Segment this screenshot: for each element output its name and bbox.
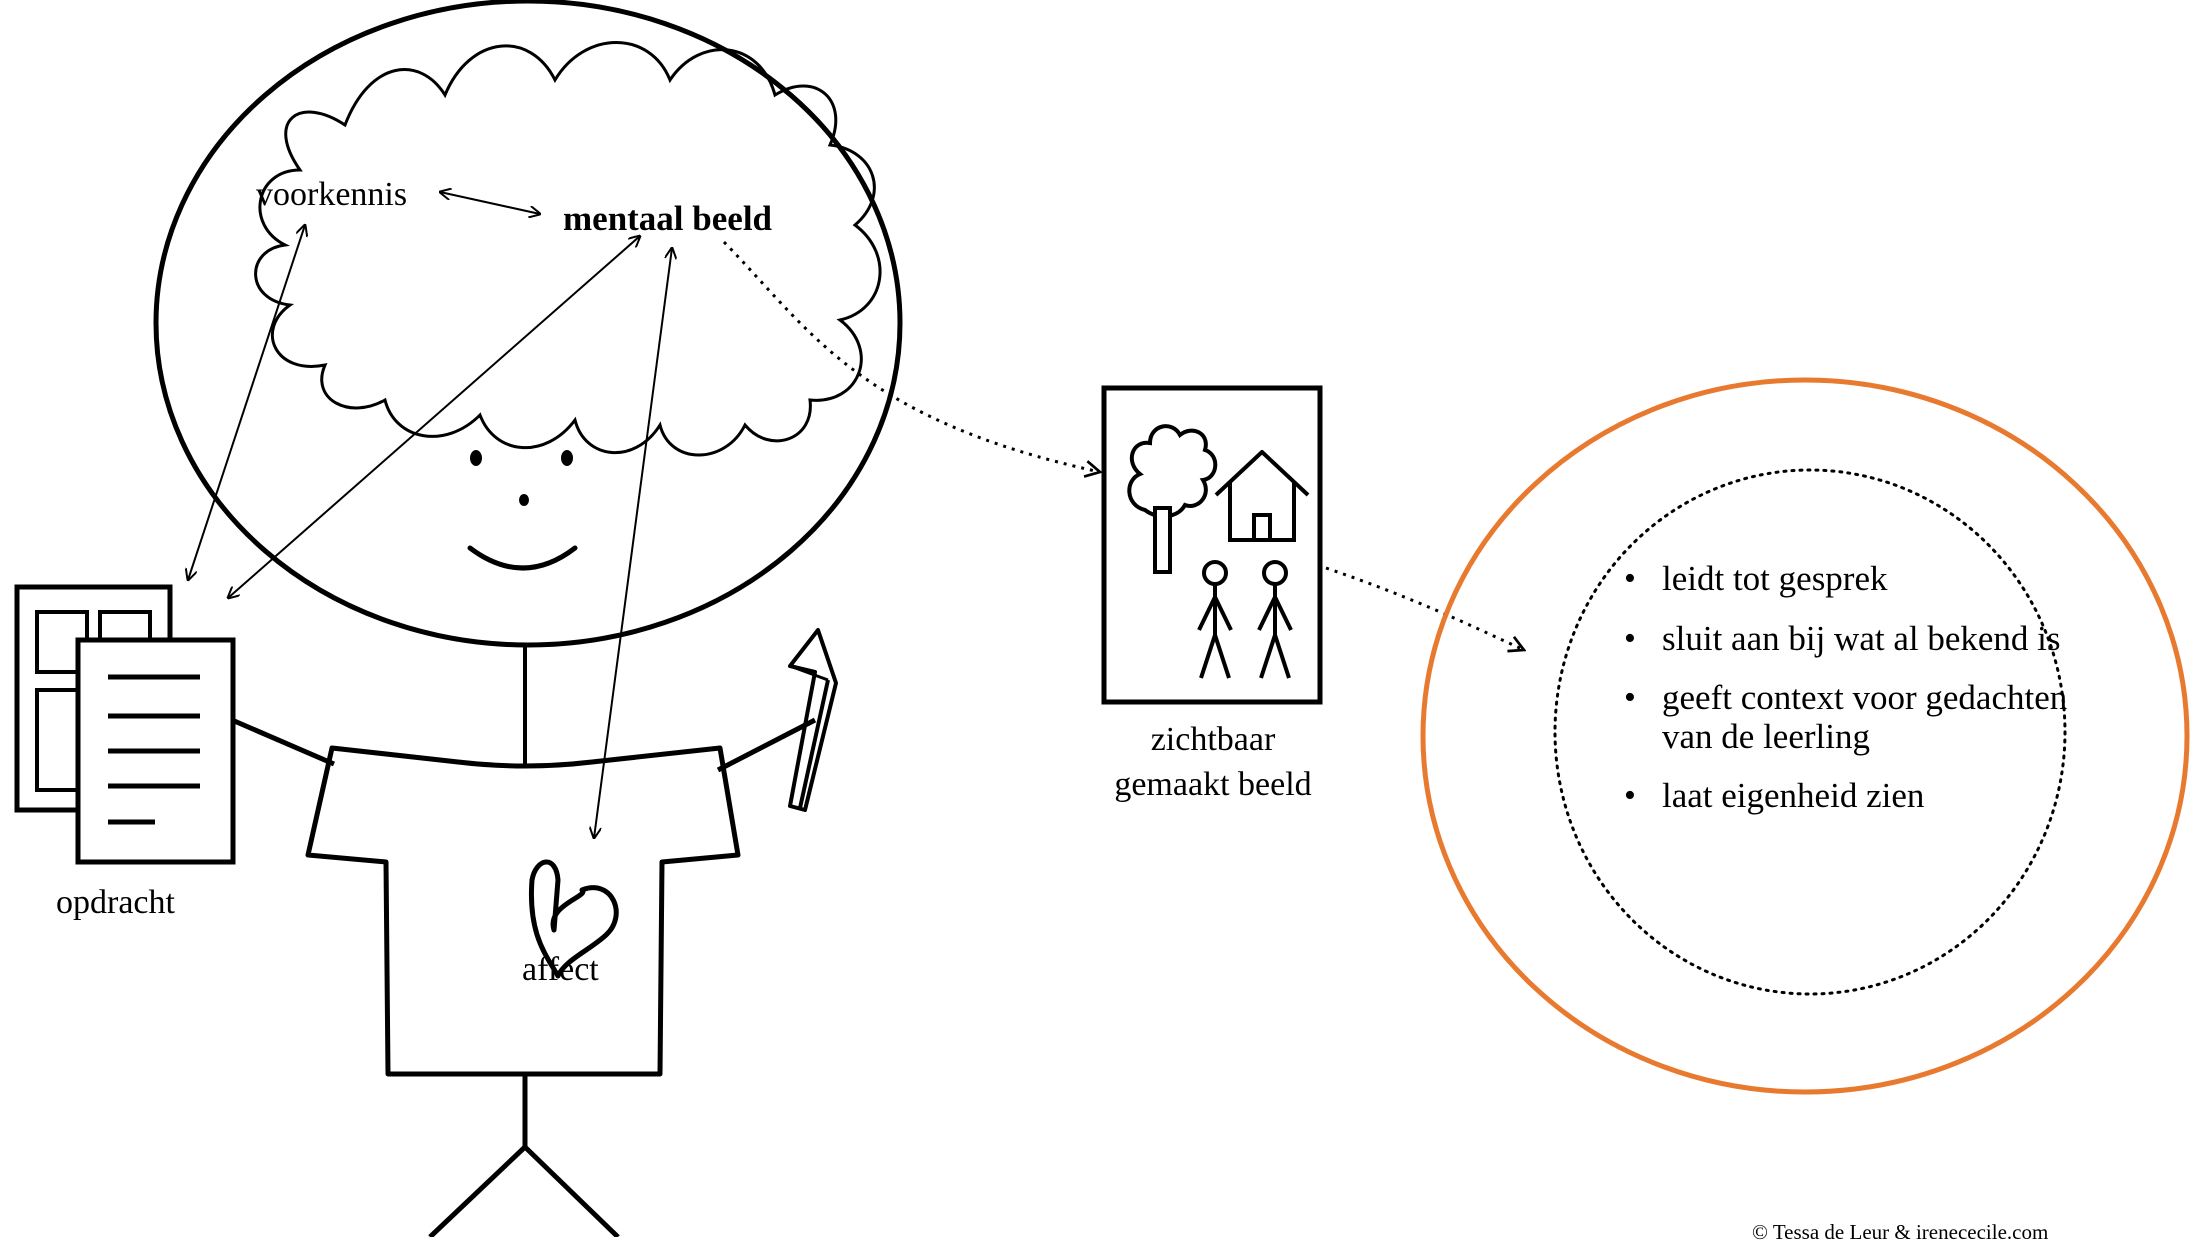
right-arm <box>716 717 817 773</box>
list-item: laat eigenheid zien <box>1624 776 2112 816</box>
arrow-voorkennis-opdracht <box>188 225 305 580</box>
people-icon <box>1197 560 1293 679</box>
label-affect: affect <box>522 951 599 988</box>
left-arm <box>231 717 335 767</box>
label-voorkennis: voorkennis <box>256 176 408 213</box>
arrow-mentaal-affect <box>594 248 672 838</box>
label-mentaal-beeld: mentaal beeld <box>563 199 773 238</box>
left-leg <box>428 1145 527 1237</box>
label-opdracht: opdracht <box>56 884 175 921</box>
benefits-list: leidt tot gesprek sluit aan bij wat al b… <box>1620 559 2112 837</box>
copyright-notice: © Tessa de Leur & irenececile.com <box>1752 1220 2049 1244</box>
tshirt-outline <box>305 745 741 1077</box>
right-leg <box>523 1145 620 1237</box>
smile <box>467 545 578 571</box>
arrow-voorkennis-mentaal <box>440 192 540 214</box>
dotted-arrow-to-picture <box>722 240 1100 472</box>
right-eye <box>561 450 573 466</box>
heart-icon <box>528 859 619 979</box>
document-icon <box>14 584 236 865</box>
label-zichtbaar-line2: gemaakt beeld <box>1114 765 1312 803</box>
orange-circle <box>1420 377 2190 1095</box>
list-item: sluit aan bij wat al bekend is <box>1624 619 2112 659</box>
label-zichtbaar-gemaakt-beeld: zichtbaar gemaakt beeld <box>1090 718 1336 808</box>
label-zichtbaar-line1: zichtbaar <box>1150 721 1276 758</box>
dotted-arrow-to-circle <box>1325 566 1524 650</box>
arrow-mentaal-opdracht <box>228 236 640 598</box>
pencil-icon <box>788 628 838 812</box>
picture-frame <box>1101 385 1323 705</box>
list-item: leidt tot gesprek <box>1624 559 2112 599</box>
tree-icon <box>1127 424 1218 574</box>
thought-cloud-icon <box>254 41 882 457</box>
house-icon <box>1214 450 1310 542</box>
left-eye <box>470 450 482 466</box>
head-outline <box>153 0 903 648</box>
list-item: geeft context voor gedachten van de leer… <box>1624 678 2112 756</box>
nose <box>519 494 529 506</box>
